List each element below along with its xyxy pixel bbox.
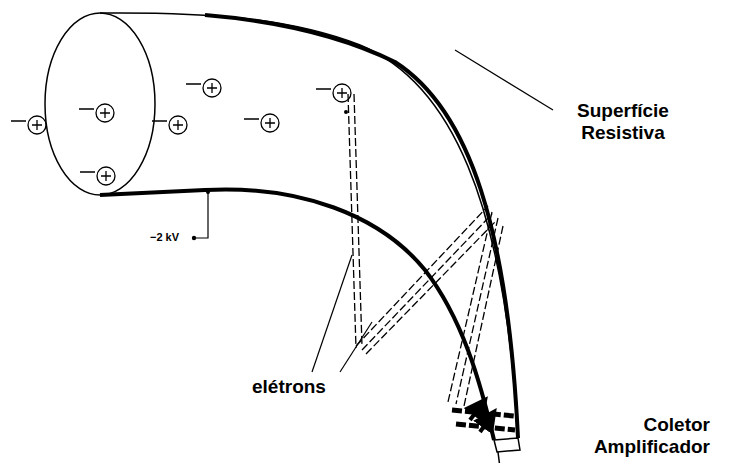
ion-symbol [152,120,183,130]
voltage-lead [196,192,208,238]
collector-lead [498,452,500,463]
electron-arrow [480,412,494,432]
ion-symbol [244,118,275,128]
terminal-dot [192,236,196,240]
part-label: Superfície Resistiva [558,100,688,144]
leader-line [455,50,553,110]
leader-line [340,322,372,372]
ions [11,79,351,185]
ion-symbol [11,120,42,130]
electron-paths [348,94,503,406]
resistive-surface [205,15,518,438]
ion-symbol [316,88,347,98]
tube-wall-top [100,13,518,438]
voltage-label: −2 kV [150,231,179,244]
tube-wall-bottom [100,189,494,440]
impact-dot [344,110,348,114]
ion-symbol [80,171,111,181]
electron-arrow [470,400,485,420]
ion-symbol [79,108,110,118]
leader-line [312,255,352,372]
part-label: elétrons [252,376,362,398]
tube-opening [45,13,155,195]
ion-symbol [186,83,217,93]
collector [494,438,520,452]
part-label: Coletor Amplificador [560,414,710,458]
